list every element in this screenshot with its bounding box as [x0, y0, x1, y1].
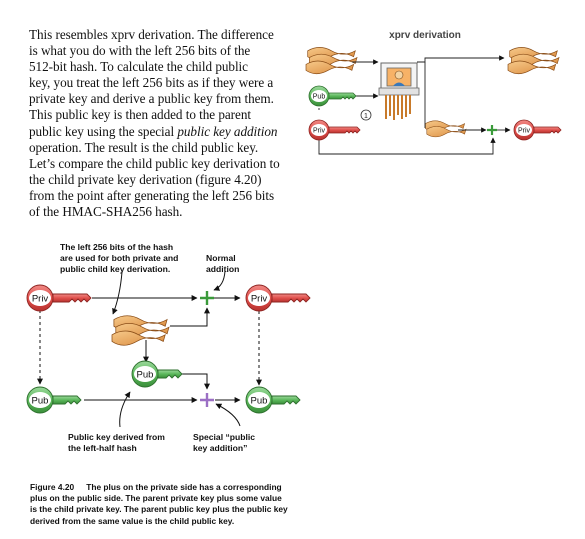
paragraph-line: the child private key derivation (figure…: [29, 171, 262, 187]
caption-first-line: Figure 4.20 The plus on the private side …: [30, 482, 360, 493]
child-private-key-icon: Priv: [245, 284, 311, 312]
annotation-line: are used for both private and: [60, 253, 178, 263]
figure-arrows: [84, 270, 241, 428]
annotation-line: The left 256 bits of the hash: [60, 242, 173, 252]
paragraph-line: of the HMAC-SHA256 hash.: [29, 204, 183, 220]
hash-stack-icon: [111, 315, 170, 346]
paragraph-line-with-emphasis: public key using the special public key …: [29, 124, 297, 140]
paragraph-line: operation. The result is the child publi…: [29, 139, 259, 155]
paragraph-line: This public key is then added to the par…: [29, 107, 251, 123]
xprv-thumbnail: xprv derivation: [305, 30, 562, 155]
paragraph-line: 512-bit hash. To calculate the child pub…: [29, 59, 248, 75]
annotation-line: key addition”: [193, 443, 247, 453]
thumbnail-priv-label: Priv: [313, 128, 326, 135]
child-priv-label: Priv: [251, 294, 268, 305]
annotation-derived-public-key: Public key derived from the left-half ha…: [68, 432, 165, 453]
thumbnail-plus-icon: [487, 125, 497, 135]
figure-label: Figure 4.20: [30, 482, 75, 492]
parent-priv-label: Priv: [32, 294, 49, 305]
thumbnail-arrows: [318, 55, 511, 155]
thumbnail-title: xprv derivation: [389, 30, 461, 41]
paragraph-line: Let’s compare the child public key deriv…: [29, 155, 280, 171]
hash-stack-icon: [305, 47, 358, 75]
derived-public-key-icon: Pub: [131, 360, 183, 388]
annotation-line: addition: [206, 264, 239, 274]
thumbnail-child-priv-label: Priv: [518, 128, 531, 135]
normal-addition-plus-icon: [200, 291, 214, 305]
parent-pub-label: Pub: [32, 396, 49, 407]
caption-line: derived from the same value is the child…: [30, 515, 235, 526]
step-number: 1: [364, 113, 368, 120]
thumbnail-pub-key-icon: Pub: [308, 85, 357, 107]
figure-4-20: Priv Priv Pub Pub Pub: [26, 242, 311, 453]
hash-stack-icon: [425, 120, 467, 138]
paragraph-line: from the point after generating the left…: [29, 187, 275, 203]
emphasis-public-key-addition: public key addition: [177, 123, 278, 139]
annotation-hash-bits: The left 256 bits of the hash are used f…: [60, 242, 178, 274]
annotation-line: Public key derived from: [68, 432, 165, 442]
figure-caption: Figure 4.20 The plus on the private side …: [30, 482, 360, 527]
annotation-line: Normal: [206, 253, 236, 263]
annotation-line: public child key derivation.: [60, 264, 170, 274]
annotation-special-addition: Special “public key addition”: [193, 432, 255, 453]
derived-pub-label: Pub: [137, 370, 154, 381]
child-public-key-icon: Pub: [245, 386, 301, 414]
annotation-line: the left-half hash: [68, 443, 137, 453]
thumbnail-pub-label: Pub: [313, 94, 326, 101]
thumbnail-child-priv-key-icon: Priv: [513, 119, 562, 141]
parent-private-key-icon: Priv: [26, 284, 92, 312]
paragraph-line-start: public key using the special: [29, 123, 178, 139]
paragraph-line: This resembles xprv derivation. The diff…: [29, 27, 274, 42]
annotation-line: Special “public: [193, 432, 255, 442]
caption-line: is the child private key. The parent pub…: [30, 504, 288, 515]
thumbnail-priv-key-icon: Priv: [308, 119, 361, 141]
step-marker: 1: [360, 109, 372, 121]
caption-line: plus on the public side. The parent priv…: [30, 493, 282, 504]
caption-line: The plus on the private side has a corre…: [86, 482, 282, 492]
annotation-normal-addition: Normal addition: [206, 253, 239, 274]
dashed-derivation-lines: [37, 310, 262, 386]
body-paragraph: This resembles xprv derivation. The diff…: [29, 27, 297, 220]
hmac-shredder-icon: [378, 62, 420, 120]
parent-public-key-icon: Pub: [26, 386, 82, 414]
child-pub-label: Pub: [251, 396, 268, 407]
paragraph-line: key, you treat the left 256 bits as if t…: [29, 75, 274, 91]
paragraph-line: private key and derive a public key from…: [29, 91, 274, 107]
paragraph-line: is what you do with the left 256 bits of…: [29, 43, 251, 59]
hash-stack-icon: [507, 47, 560, 75]
public-key-addition-plus-icon: [200, 393, 214, 407]
